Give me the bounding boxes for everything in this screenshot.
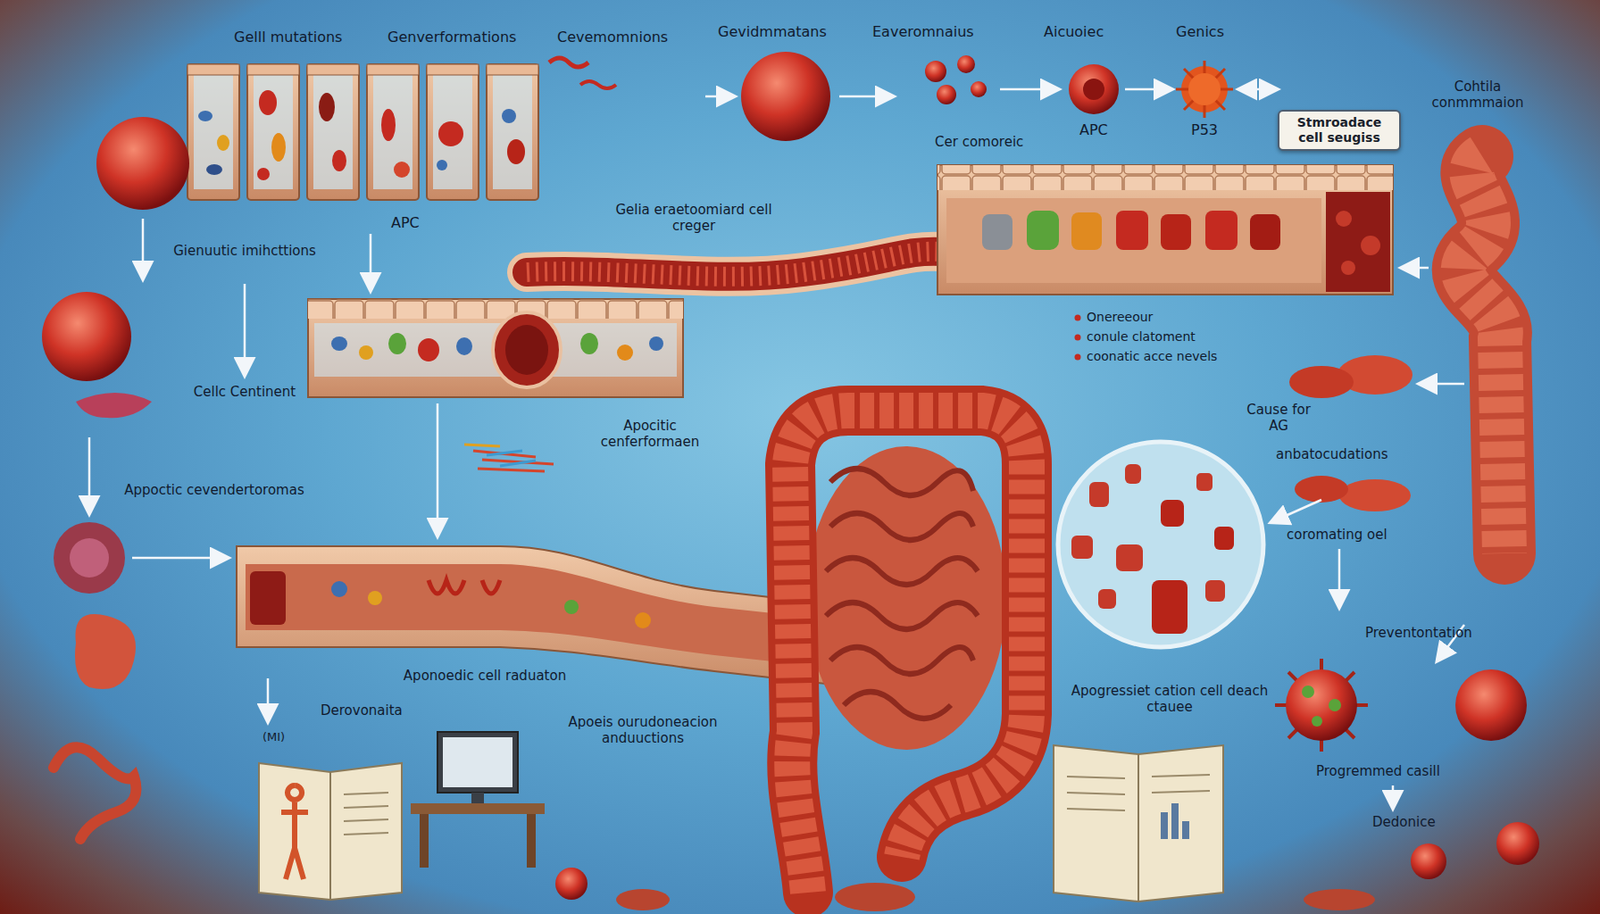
text-label: Onereeour <box>1086 309 1153 325</box>
text-label: Cohtila conmmmaion <box>1415 78 1541 111</box>
text-label: Preventontation <box>1365 625 1473 642</box>
text-label: Genics <box>1175 23 1225 41</box>
box-text: Stmroadace cell seugiss <box>1286 115 1392 146</box>
text-label: Aponoedic cell raduaton <box>395 667 575 684</box>
text-label: anbatocudations <box>1275 446 1389 463</box>
text-label: Gelll mutations <box>233 28 342 46</box>
text-label: APC <box>391 214 420 232</box>
text-label: P53 <box>1191 121 1218 139</box>
text-label: (MI) <box>262 730 285 745</box>
text-label: Derovonaita <box>320 702 403 719</box>
text-label: APC <box>1079 121 1109 139</box>
text-label: Gevidmmatans <box>717 23 827 41</box>
text-label: Aicuoiec <box>1043 23 1104 41</box>
text-label: Apogressiet cation cell deach ctauee <box>1062 683 1277 716</box>
text-label: Dedonice <box>1372 814 1436 831</box>
text-label: coonatic acce nevels <box>1086 349 1217 365</box>
text-label: Apocitic cenferformaen <box>574 417 726 450</box>
text-label: Gelia eraetoomiard cell creger <box>604 201 784 234</box>
text-label: coromating oel <box>1286 526 1388 543</box>
text-label: Genverformations <box>387 28 517 46</box>
text-box: Stmroadace cell seugiss <box>1277 109 1401 151</box>
text-label: Appoctic cevendertoromas <box>120 482 309 499</box>
text-label: Cause for AG <box>1238 401 1319 434</box>
text-label: Cer comoreic <box>934 133 1024 150</box>
text-label: Cellc Centinent <box>186 383 303 400</box>
text-label: conule clatoment <box>1086 329 1196 345</box>
text-label: Apoeis ourudoneacion anduuctions <box>544 714 742 747</box>
text-label: Eaveromnaius <box>872 23 975 41</box>
text-label: Cevemomnions <box>557 28 668 46</box>
text-label: Progremmed casill <box>1316 763 1441 780</box>
text-label: Gienuutic imihcttions <box>173 242 317 259</box>
